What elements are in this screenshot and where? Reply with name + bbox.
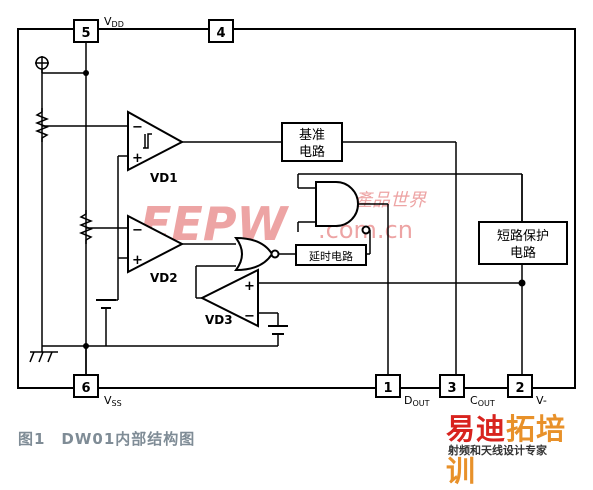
reference-circuit-block: 基准 电路 [281,122,343,162]
vd2-label: VD2 [150,271,178,285]
ground-icon [29,351,58,363]
vd2-plus-sign: + [132,253,143,268]
short-circuit-line1: 短路保护 [497,228,549,244]
junction-dot [518,279,526,287]
pin-2: 2 [507,374,533,398]
pin-4: 4 [208,19,234,43]
and-gate [315,181,371,235]
delay-label: 延时电路 [309,250,353,263]
comparator-vd2: − + VD2 [127,214,185,285]
reference-battery-icon [96,299,116,346]
pin-3-label: COUT [470,394,495,408]
pin-2-label: V- [536,394,547,407]
pin-1-label: DOUT [404,394,430,408]
wiring [41,42,523,375]
reference-line2: 电路 [299,144,325,160]
pin-1: 1 [375,374,401,398]
figure-caption: 图1 DW01内部结构图 [18,430,196,448]
resistor-r2-icon [78,210,94,244]
vd1-plus-sign: + [132,151,143,166]
pin-3-number: 3 [447,381,456,396]
pin-6: 6 [73,374,99,398]
vd2-minus-sign: − [132,223,143,238]
power-node-icon [35,56,49,73]
nor-gate [234,236,280,272]
vd3-battery-icon [268,325,288,340]
pin-6-number: 6 [81,381,90,396]
hysteresis-icon [143,133,152,149]
short-circuit-line2: 电路 [510,245,536,261]
pin-1-number: 1 [383,381,392,396]
pin-2-number: 2 [515,381,524,396]
pin-5: 5 [73,19,99,43]
vd3-minus-sign: − [244,309,255,324]
vd1-label: VD1 [150,171,178,185]
reference-line1: 基准 [299,128,325,143]
pin-5-label: VDD [104,15,124,29]
comparator-vd1: − + VD1 [127,110,185,185]
eepw-watermark: EEPW .com.cn 電子產品世界 [140,190,427,251]
brand-tagline: 射频和天线设计专家 [448,444,547,457]
vd3-plus-sign: + [244,279,255,294]
junction-dot [83,343,89,349]
vd1-minus-sign: − [132,120,143,135]
comparator-vd3: + − VD3 [199,268,259,328]
pin-5-number: 5 [81,26,90,41]
short-circuit-protection-block: 短路保护 电路 [478,221,568,265]
pin-4-number: 4 [216,26,225,41]
vd3-label: VD3 [205,313,233,327]
pin-6-label: VSS [104,394,122,408]
ic-outline [17,28,576,389]
resistor-r1-icon [34,108,50,142]
delay-circuit-block: 延时电路 [295,244,367,266]
junction-dot [83,70,89,76]
dw01-block-diagram: EEPW .com.cn 電子產品世界 5 VDD 4 6 VSS 1 DOUT… [17,15,576,408]
pin-3: 3 [439,374,465,398]
